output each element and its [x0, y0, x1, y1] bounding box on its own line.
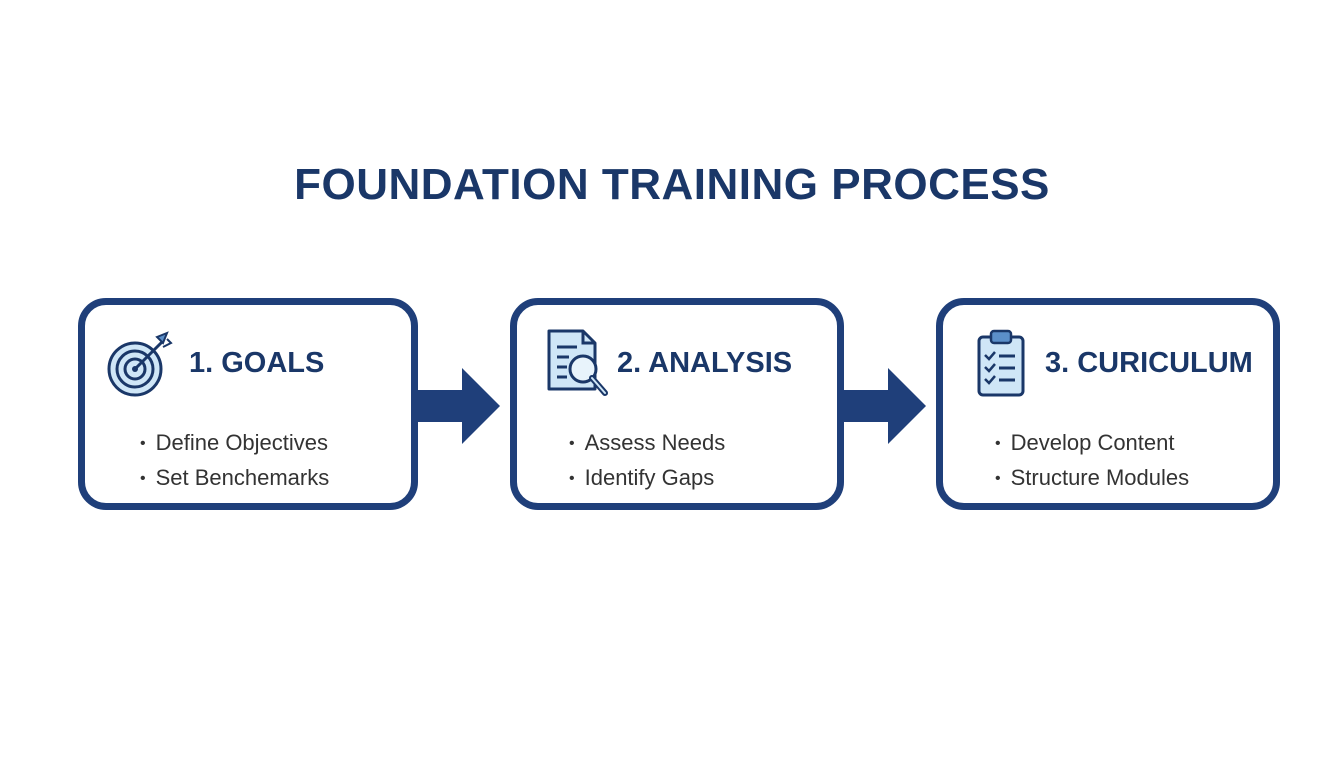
- arrow-right-icon: [842, 368, 926, 444]
- target-icon: [107, 331, 173, 397]
- document-search-icon: [547, 329, 608, 396]
- bullet-item: Set Benchemarks: [140, 462, 330, 497]
- step-title: 3. CURICULUM: [1045, 346, 1253, 379]
- bullet-item: Assess Needs: [569, 427, 726, 462]
- bullet-item: Identify Gaps: [569, 462, 725, 497]
- step-title: 1. GOALS: [189, 346, 325, 379]
- step-bullets: Define Objectives Set Benchemarks: [140, 427, 330, 497]
- step-title: 2. ANALYSIS: [617, 346, 793, 379]
- arrow-right-icon: [416, 368, 500, 444]
- step-card-analysis: 2. ANALYSIS Assess Needs Identify Gaps: [510, 298, 844, 510]
- diagram-title: FOUNDATION TRAINING PROCESS: [294, 160, 1050, 209]
- step-bullets: Assess Needs Identify Gaps: [569, 427, 726, 497]
- step-card-goals: 1. GOALS Define Objectives Set Benchemar…: [78, 298, 418, 510]
- step-card-curriculum: 3. CURICULUM Develop Content Structure M…: [936, 298, 1280, 510]
- step-bullets: Develop Content Structure Modules: [995, 427, 1190, 497]
- bullet-item: Define Objectives: [140, 427, 329, 462]
- bullet-item: Develop Content: [995, 427, 1189, 462]
- clipboard-checklist-icon: [977, 329, 1025, 397]
- bullet-item: Structure Modules: [995, 462, 1190, 497]
